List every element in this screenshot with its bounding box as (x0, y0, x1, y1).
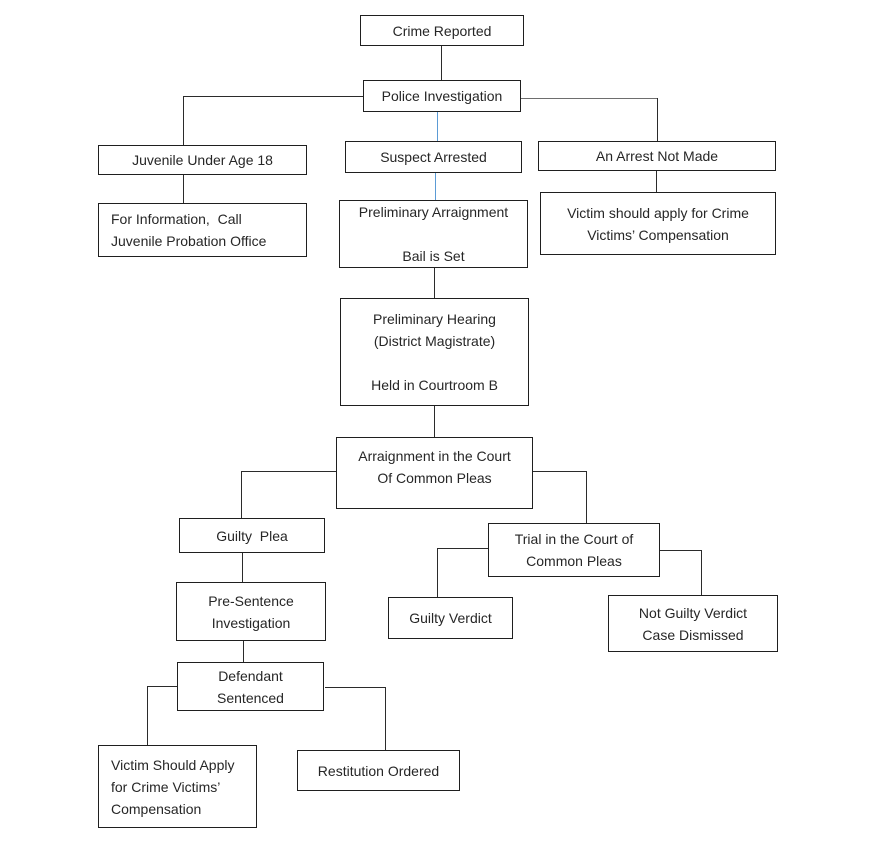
edge-sentenced-to-restitution-horizontal (325, 687, 385, 689)
edge-arraignment-to-hearing (434, 268, 436, 298)
node-preliminary-hearing: Preliminary Hearing (District Magistrate… (340, 298, 529, 406)
edge-court-to-trial-horizontal (533, 471, 586, 473)
node-guilty-plea: Guilty Plea (179, 518, 325, 553)
node-preliminary-arraignment-label: Preliminary Arraignment Bail is Set (358, 204, 509, 264)
node-juvenile-under-18: Juvenile Under Age 18 (98, 145, 307, 175)
node-arrest-not-made: An Arrest Not Made (538, 141, 776, 171)
node-crime-reported: Crime Reported (360, 15, 524, 46)
edge-trial-to-not-guilty-horizontal (660, 550, 701, 552)
edge-trial-to-guilty-verdict-horizontal (437, 548, 488, 550)
node-juvenile-under-18-label: Juvenile Under Age 18 (132, 152, 273, 168)
edge-arrest-not-made-to-victim (656, 171, 658, 192)
node-defendant-sentenced-label: Defendant Sentenced (217, 667, 284, 706)
node-pre-sentence-label: Pre-Sentence Investigation (208, 592, 294, 631)
node-juvenile-info-label: For Information, Call Juvenile Probation… (111, 211, 267, 249)
edge-suspect-to-arraignment (435, 173, 437, 200)
node-guilty-verdict: Guilty Verdict (388, 597, 513, 639)
node-victim-compensation-bottom-label: Victim Should Apply for Crime Victims’ C… (111, 756, 235, 817)
node-trial-court: Trial in the Court of Common Pleas (488, 523, 660, 577)
node-victim-compensation-bottom: Victim Should Apply for Crime Victims’ C… (98, 745, 257, 828)
edge-hearing-to-court (434, 406, 436, 437)
node-police-investigation-label: Police Investigation (381, 88, 503, 104)
node-crime-reported-label: Crime Reported (392, 22, 492, 39)
node-guilty-verdict-label: Guilty Verdict (409, 610, 492, 626)
edge-police-to-suspect (437, 112, 439, 141)
edge-trial-to-guilty-verdict-vertical (437, 548, 439, 597)
edge-police-to-arrest-not-made-horizontal (521, 98, 658, 100)
node-suspect-arrested-label: Suspect Arrested (380, 149, 487, 165)
node-juvenile-info: For Information, Call Juvenile Probation… (98, 203, 307, 257)
node-suspect-arrested: Suspect Arrested (345, 141, 522, 173)
node-restitution-ordered: Restitution Ordered (297, 750, 460, 791)
node-guilty-plea-label: Guilty Plea (216, 527, 288, 544)
edge-police-to-arrest-not-made-vertical (657, 98, 659, 141)
node-restitution-ordered-label: Restitution Ordered (317, 762, 440, 779)
edge-sentenced-to-victim-vertical (147, 686, 149, 745)
edge-trial-to-not-guilty-vertical (701, 550, 703, 595)
node-not-guilty-verdict-label: Not Guilty Verdict Case Dismissed (638, 604, 748, 643)
node-defendant-sentenced: Defendant Sentenced (177, 662, 324, 711)
edge-police-to-juvenile-horizontal (183, 96, 363, 98)
edge-crime-to-police (441, 46, 443, 80)
edge-juvenile-to-info (183, 175, 185, 203)
node-police-investigation: Police Investigation (363, 80, 521, 112)
node-arraignment-court-label: Arraignment in the Court Of Common Pleas (358, 448, 511, 486)
node-arraignment-court: Arraignment in the Court Of Common Pleas (336, 437, 533, 509)
node-not-guilty-verdict: Not Guilty Verdict Case Dismissed (608, 595, 778, 652)
edge-presentence-to-sentenced (243, 641, 245, 662)
node-victim-compensation-top: Victim should apply for Crime Victims’ C… (540, 192, 776, 255)
edge-sentenced-to-victim-horizontal (147, 686, 177, 688)
node-preliminary-hearing-label: Preliminary Hearing (District Magistrate… (371, 311, 498, 393)
edge-guilty-plea-to-presentence (242, 553, 244, 582)
edge-court-to-guilty-plea-vertical (241, 471, 243, 518)
node-victim-compensation-top-label: Victim should apply for Crime Victims’ C… (567, 204, 749, 243)
edge-police-to-juvenile-vertical (183, 96, 185, 145)
node-pre-sentence: Pre-Sentence Investigation (176, 582, 326, 641)
edge-court-to-guilty-plea-horizontal (241, 471, 337, 473)
node-arrest-not-made-label: An Arrest Not Made (595, 148, 719, 164)
edge-sentenced-to-restitution-vertical (385, 687, 387, 750)
node-preliminary-arraignment: Preliminary Arraignment Bail is Set (339, 200, 528, 268)
node-trial-court-label: Trial in the Court of Common Pleas (514, 531, 634, 569)
edge-court-to-trial-vertical (586, 471, 588, 523)
